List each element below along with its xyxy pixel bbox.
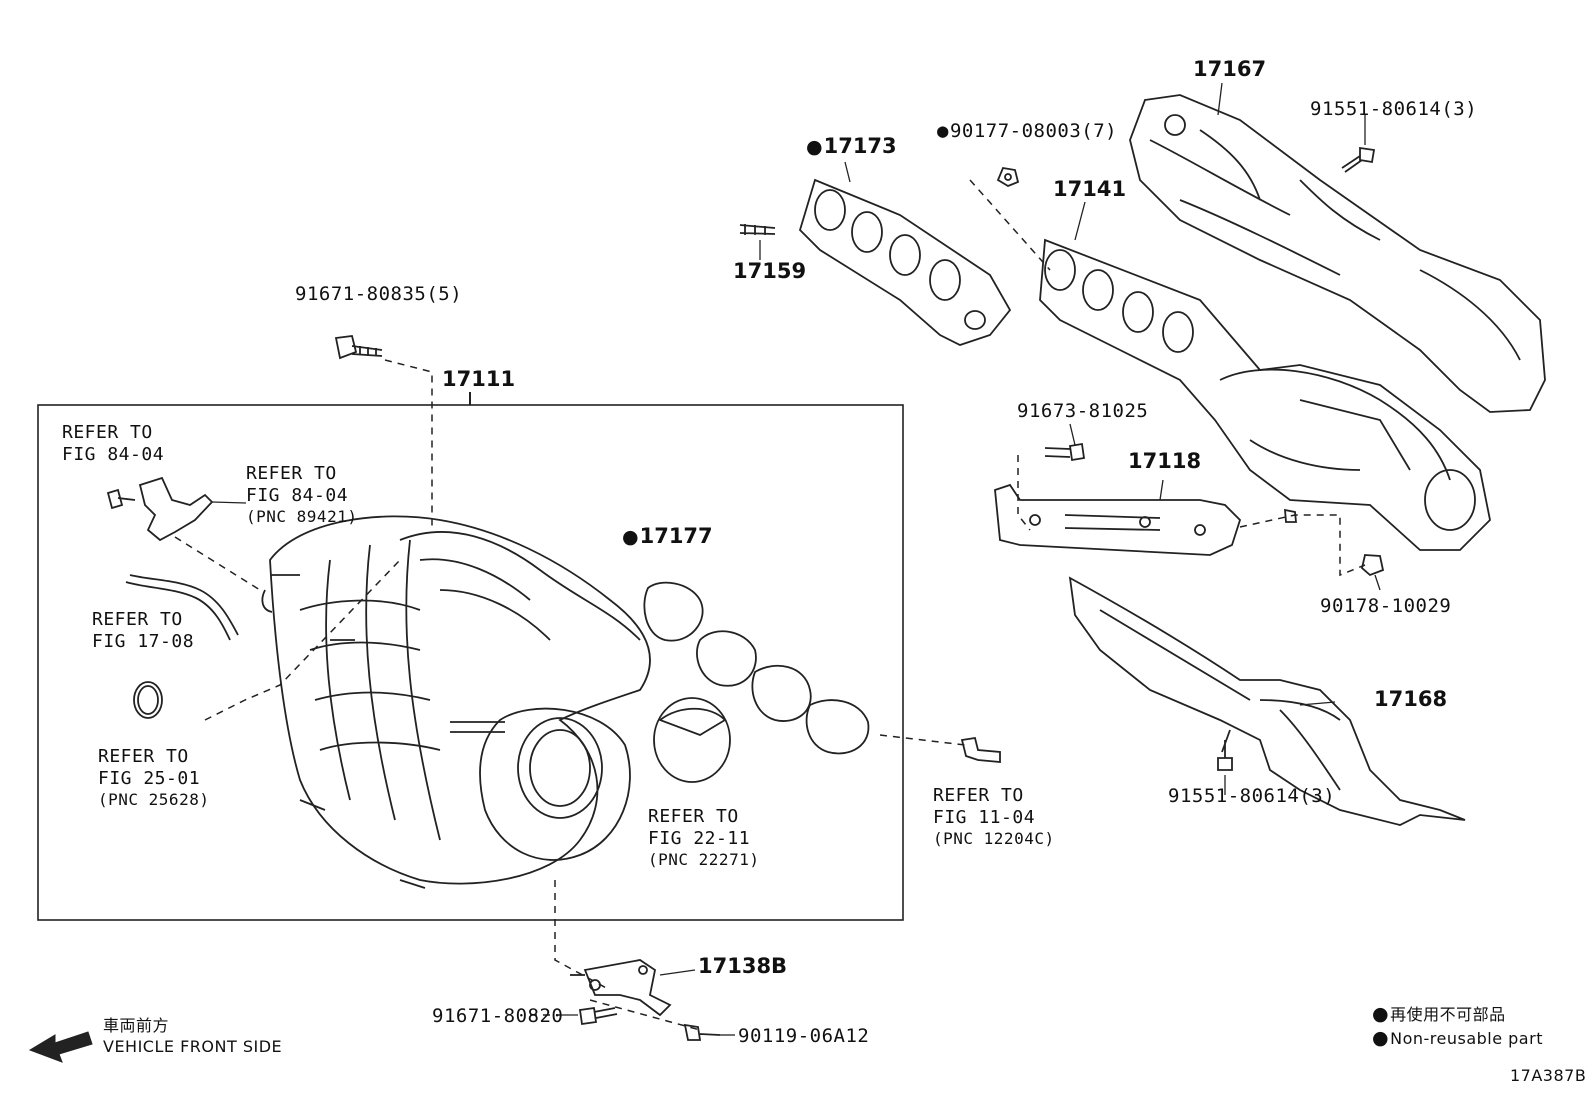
part-number-17177-text: 17177	[639, 524, 713, 548]
refer-fig-11-04-pnc: (PNC 12204C)	[933, 829, 1055, 848]
refer-fig-22-11-line2: FIG 22-11	[648, 828, 751, 849]
refer-fig-22-11[interactable]: REFER TO FIG 22-11 (PNC 22271)	[648, 806, 759, 870]
part-number-17167[interactable]: 17167	[1193, 57, 1267, 81]
part-number-17141[interactable]: 17141	[1053, 177, 1127, 201]
throttle-gasket-ring	[653, 697, 731, 783]
refer-fig-84-04-a-line1: REFER TO	[62, 422, 153, 443]
nut-90177	[996, 166, 1020, 188]
part-number-17118[interactable]: 17118	[1128, 449, 1202, 473]
stud-17159	[739, 224, 776, 235]
gasket-17177	[643, 581, 870, 755]
exhaust-manifold-17141	[1039, 238, 1491, 551]
refer-fig-25-01-pnc: (PNC 25628)	[98, 790, 210, 809]
refer-fig-22-11-pnc: (PNC 22271)	[648, 850, 760, 869]
part-number-17168[interactable]: 17168	[1374, 687, 1448, 711]
part-number-91671-80820[interactable]: 91671-80820	[432, 1005, 564, 1027]
hose-17-08	[125, 574, 239, 641]
clamp-ring	[133, 681, 163, 719]
part-number-90119[interactable]: 90119-06A12	[738, 1025, 870, 1047]
bolt-91551-bottom	[1217, 729, 1233, 771]
bolt-91673	[1044, 442, 1086, 462]
legend-non-reusable-jp: 再使用不可部品	[1372, 1003, 1506, 1026]
part-number-17111[interactable]: 17111	[442, 367, 516, 391]
figure-code: 17A387B	[1510, 1066, 1587, 1085]
refer-fig-17-08[interactable]: REFER TO FIG 17-08	[92, 609, 194, 653]
bracket-17138b	[570, 959, 672, 1017]
refer-fig-17-08-line1: REFER TO	[92, 609, 183, 630]
part-number-17159[interactable]: 17159	[733, 259, 807, 283]
sensor-bracket	[106, 476, 214, 542]
assembly-box-17111	[37, 404, 904, 921]
refer-fig-25-01-line2: FIG 25-01	[98, 768, 201, 789]
intake-manifold-17111	[261, 515, 651, 889]
legend-en-text: Non-reusable part	[1390, 1029, 1543, 1048]
legend-non-reusable-en: Non-reusable part	[1372, 1027, 1543, 1050]
bolt-91551-top	[1341, 146, 1376, 173]
part-number-91551-bottom[interactable]: 91551-80614(3)	[1168, 785, 1336, 807]
stud-12204c	[960, 736, 1001, 763]
legend-jp-text: 再使用不可部品	[1390, 1005, 1506, 1024]
gasket-17173	[798, 178, 1012, 346]
heat-insulator-17167	[1129, 94, 1546, 413]
front-direction-arrow	[28, 1031, 93, 1063]
part-number-91671-80835[interactable]: 91671-80835(5)	[295, 283, 463, 305]
refer-fig-84-04-a[interactable]: REFER TO FIG 84-04	[62, 422, 164, 466]
refer-fig-84-04-b-line1: REFER TO	[246, 463, 337, 484]
refer-fig-84-04-b[interactable]: REFER TO FIG 84-04 (PNC 89421)	[246, 463, 357, 527]
bolt-90119	[683, 1023, 721, 1041]
part-number-90177[interactable]: 90177-08003(7)	[937, 120, 1117, 142]
part-number-91673[interactable]: 91673-81025	[1017, 400, 1149, 422]
vehicle-front-jp: 車両前方	[103, 1016, 170, 1035]
part-number-90178[interactable]: 90178-10029	[1320, 595, 1452, 617]
part-number-17173[interactable]: 17173	[806, 135, 897, 158]
refer-fig-25-01[interactable]: REFER TO FIG 25-01 (PNC 25628)	[98, 746, 209, 810]
refer-fig-84-04-b-pnc: (PNC 89421)	[246, 507, 358, 526]
vehicle-front-label: 車両前方 VEHICLE FRONT SIDE	[103, 1015, 282, 1057]
refer-fig-25-01-line1: REFER TO	[98, 746, 189, 767]
refer-fig-11-04-line2: FIG 11-04	[933, 807, 1036, 828]
refer-fig-84-04-b-line2: FIG 84-04	[246, 485, 349, 506]
vehicle-front-en: VEHICLE FRONT SIDE	[103, 1037, 283, 1056]
bracket-17118	[994, 483, 1242, 556]
part-number-90177-text: 90177-08003(7)	[949, 120, 1118, 142]
part-number-91551-top[interactable]: 91551-80614(3)	[1310, 98, 1478, 120]
refer-fig-11-04-line1: REFER TO	[933, 785, 1024, 806]
part-number-17173-text: 17173	[823, 134, 897, 158]
bolt-91671-80835	[334, 335, 383, 360]
refer-fig-84-04-a-line2: FIG 84-04	[62, 444, 165, 465]
refer-fig-22-11-line1: REFER TO	[648, 806, 739, 827]
part-number-17138b[interactable]: 17138B	[698, 954, 788, 978]
refer-fig-11-04[interactable]: REFER TO FIG 11-04 (PNC 12204C)	[933, 785, 1055, 849]
bolt-91671-80820	[578, 1006, 618, 1026]
nut-90178	[1284, 508, 1385, 577]
refer-fig-17-08-line2: FIG 17-08	[92, 631, 195, 652]
part-number-17177[interactable]: 17177	[622, 525, 713, 548]
